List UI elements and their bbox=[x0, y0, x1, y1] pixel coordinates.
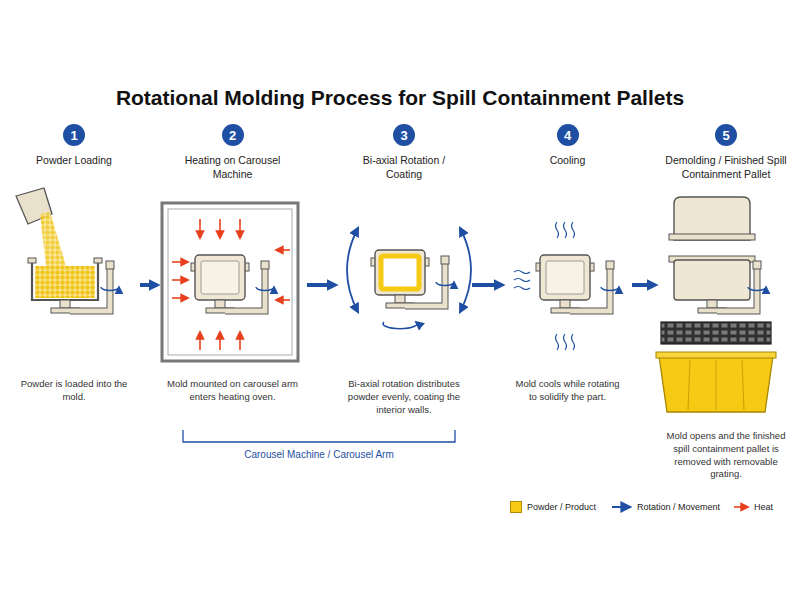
step-description: Mold cools while rotating to solidify th… bbox=[512, 378, 624, 404]
bracket-label: Carousel Machine / Carousel Arm bbox=[199, 449, 439, 460]
callout-number: 1 bbox=[70, 129, 77, 142]
diagram-title: Rotational Molding Process for Spill Con… bbox=[0, 86, 800, 110]
step-number-circle: 3 bbox=[393, 124, 415, 146]
legend-text: Powder / Product bbox=[527, 502, 596, 512]
step-description: Bi-axial rotation distributes powder eve… bbox=[339, 378, 469, 416]
flow-arrow bbox=[472, 283, 502, 287]
legend-text: Rotation / Movement bbox=[637, 502, 720, 512]
callout-number: 4 bbox=[564, 129, 571, 142]
step-number-circle: 2 bbox=[222, 124, 244, 146]
legend-swatch bbox=[510, 501, 522, 513]
callout-number: 3 bbox=[400, 129, 407, 142]
process-step: Bi-axial Rotation / CoatingBi-axial rota… bbox=[338, 124, 470, 474]
step-heading: Demolding / Finished Spill Containment P… bbox=[658, 154, 794, 181]
step-heading: Powder Loading bbox=[14, 154, 134, 168]
process-step: CoolingMold cools while rotating to soli… bbox=[505, 124, 630, 474]
flow-arrow bbox=[140, 283, 157, 287]
legend-text: Heat bbox=[754, 502, 773, 512]
process-step: Powder LoadingPowder is loaded into the … bbox=[10, 124, 138, 474]
step-heading: Bi-axial Rotation / Coating bbox=[348, 154, 460, 181]
step-number-circle: 5 bbox=[715, 124, 737, 146]
process-step: Demolding / Finished Spill Containment P… bbox=[658, 124, 794, 474]
callout-number: 2 bbox=[229, 129, 236, 142]
flow-arrow bbox=[632, 283, 655, 287]
process-step: Heating on Carousel MachineMold mounted … bbox=[160, 124, 305, 474]
step-description: Mold mounted on carousel arm enters heat… bbox=[167, 378, 299, 404]
step-description: Mold opens and the finished spill contai… bbox=[659, 430, 793, 481]
step-heading: Heating on Carousel Machine bbox=[177, 154, 289, 181]
flow-arrow bbox=[307, 283, 335, 287]
step-number-circle: 4 bbox=[557, 124, 579, 146]
step-heading: Cooling bbox=[512, 154, 624, 168]
callout-number: 5 bbox=[722, 129, 729, 142]
step-description: Powder is loaded into the mold. bbox=[12, 378, 136, 404]
step-number-circle: 1 bbox=[63, 124, 85, 146]
